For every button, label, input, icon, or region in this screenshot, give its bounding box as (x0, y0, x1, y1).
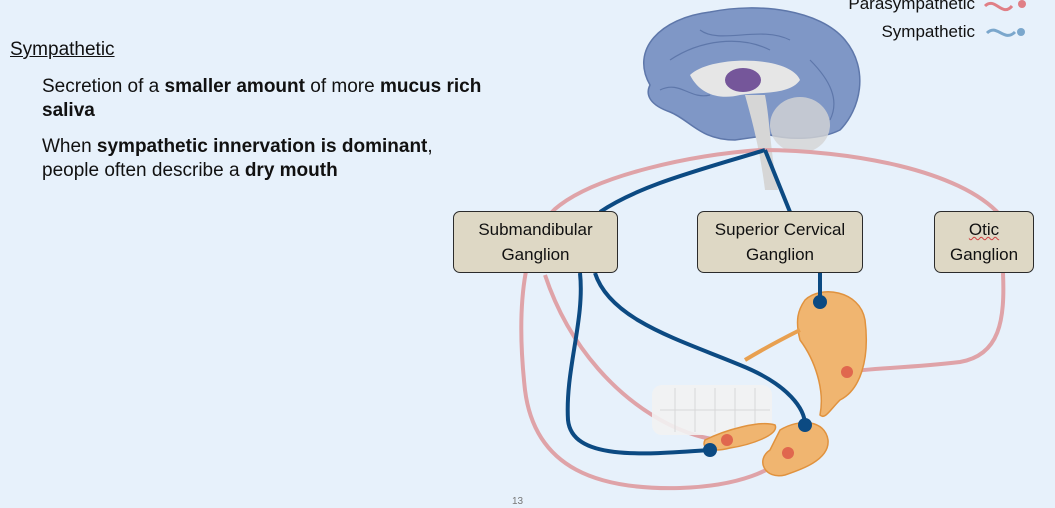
parasympathetic-endpoint (782, 447, 794, 459)
parotid-gland (796, 291, 867, 417)
sympathetic-legend-dot (1017, 28, 1025, 36)
text-run: , people often describe a (42, 136, 433, 181)
parasympathetic-legend-icon (983, 1, 1014, 12)
ganglion-label: Ganglion (501, 245, 570, 264)
sympathetic-endpoint (703, 443, 717, 457)
legend-sympathetic: Sympathetic (881, 22, 975, 41)
text-run: When (42, 136, 97, 157)
bold-text: dry mouth (244, 160, 338, 181)
text-run: of more (304, 76, 380, 97)
brain-illustration (643, 7, 861, 190)
salivary-glands (703, 291, 867, 477)
legend-parasympathetic: Parasympathetic (848, 0, 975, 13)
sympathetic-nerve-path (763, 149, 792, 213)
ganglion-label: Otic (968, 220, 1000, 239)
teeth-illustration (652, 385, 772, 435)
ganglion-label: Ganglion (745, 245, 815, 264)
nerve-endpoints (703, 295, 853, 459)
bold-text: smaller amount (164, 76, 305, 97)
ganglion-label: Superior Cervical (714, 220, 846, 239)
parasympathetic-endpoint (721, 434, 733, 446)
bullet-secretion: Secretion of a smaller amount of more mu… (42, 75, 482, 123)
text-run: Secretion of a (42, 76, 165, 97)
bullet-dry-mouth: When sympathetic innervation is dominant… (42, 135, 482, 183)
sympathetic-legend-icon (985, 28, 1017, 37)
sympathetic-nerve-path (593, 272, 807, 426)
parasympathetic-nerve-path (759, 148, 1002, 217)
parasympathetic-nerves (519, 148, 1006, 491)
parotid-duct (743, 328, 801, 362)
sympathetic-nerves (565, 148, 822, 456)
parasympathetic-endpoint (841, 366, 853, 378)
sympathetic-endpoint (813, 295, 827, 309)
parasympathetic-nerve-path (846, 272, 1006, 374)
bold-text: mucus rich saliva (42, 76, 482, 121)
parasympathetic-legend-dot (1018, 0, 1026, 8)
sympathetic-nerve-path (598, 148, 766, 214)
parasympathetic-nerve-path (519, 148, 790, 491)
section-heading: Sympathetic (10, 39, 115, 60)
bold-text: sympathetic innervation is dominant (96, 136, 428, 157)
parasympathetic-nerve-path (543, 274, 728, 442)
sympathetic-nerve-path (565, 272, 711, 456)
sympathetic-endpoint (798, 418, 812, 432)
ganglion-label: Ganglion (949, 245, 1019, 264)
page-number: 13 (512, 496, 524, 507)
ganglion-label: Submandibular (478, 220, 593, 239)
